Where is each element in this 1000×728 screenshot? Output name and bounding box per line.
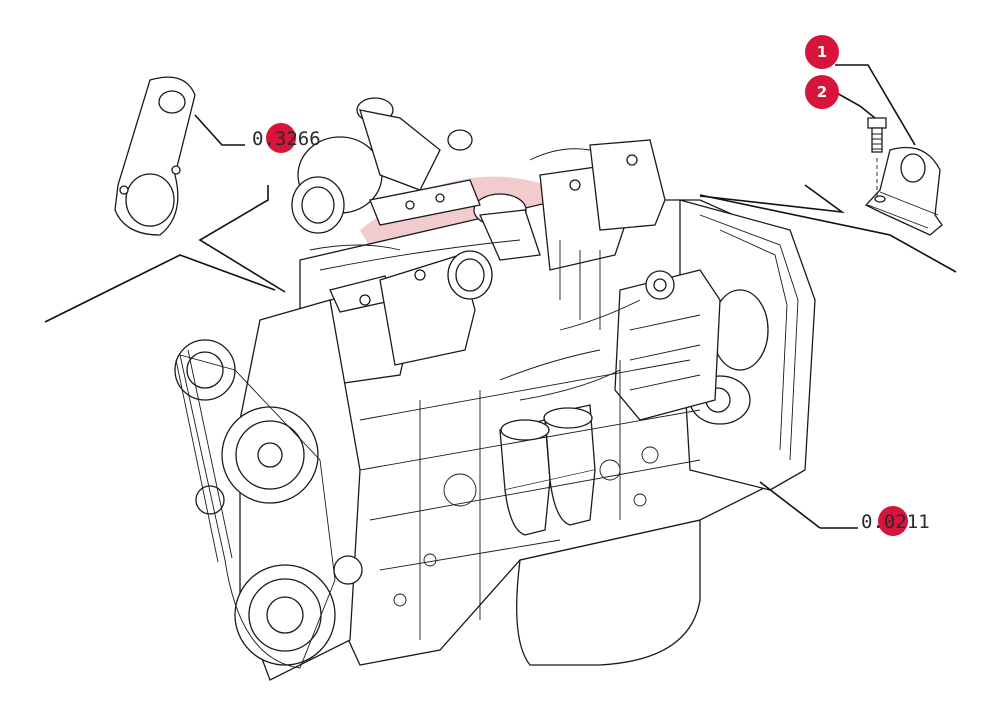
callout-number: 1	[817, 43, 827, 61]
lifting-bracket-front	[864, 146, 943, 236]
callout-circle[interactable]	[805, 35, 839, 69]
reference-text-0-3266: 0.3266	[252, 128, 321, 150]
callout-badge	[878, 506, 908, 536]
lifting-bracket-rear	[114, 76, 196, 236]
reference-label-top-left: 0.3266	[252, 123, 321, 153]
bolt	[867, 117, 887, 200]
callout-badge	[266, 123, 296, 153]
engine-illustration	[174, 97, 816, 681]
reference-label-bottom-right: 0.0211	[861, 506, 930, 536]
leader-lines	[44, 64, 957, 529]
callout-2[interactable]: 2	[805, 75, 839, 109]
callout-1[interactable]: 1	[805, 35, 839, 69]
callout-number: 2	[817, 83, 827, 101]
callout-circle[interactable]	[805, 75, 839, 109]
reference-text-0-0211: 0.0211	[861, 511, 930, 533]
